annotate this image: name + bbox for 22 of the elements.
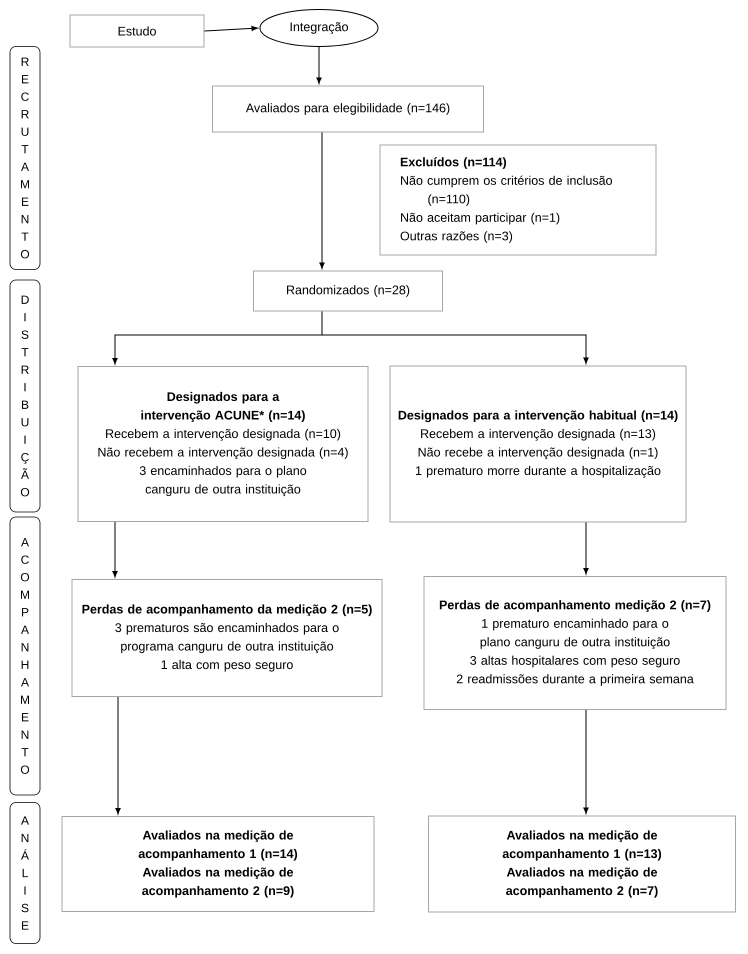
result-box: Avaliados na medição de acompanhamento 1 (n=13) Avaliados na medição de acompanhamento 2 (n=7) [428,816,736,912]
arrow [316,46,322,84]
process-box: Designados para a intervenção ACUNE* (n=14) Recebem a intervenção designada (n=10) Não recebem a intervenção designada (n=4) 3 encaminhados para o plano canguru de outra instituição [78,366,368,522]
result-box: Avaliados na medição de acompanhamento 1 (n=14) Avaliados na medição de acompanhamento 2 (n=9) [62,816,374,912]
stage-label: RECRUTAMENTO [10,46,40,270]
process-box: Perdas de acompanhamento da medição 2 (n=5) 3 prematuros são encaminhados para o programa canguru de outra instituição 1 alta com peso seguro [72,579,382,697]
arrow [583,710,589,814]
arrow [583,522,589,574]
stage-label: DISTRIBUIÇÃO [10,280,40,512]
process-box: Randomizados (n=28) [253,270,443,312]
arrow [319,132,325,269]
arrow [115,696,121,814]
exclusion-box: Excluídos (n=114) Não cumprem os critérios de inclusão (n=110) Não aceitam participar (n=1) Outras razões (n=3) [380,144,656,256]
stage-label: ACOMPANHAMENTO [10,516,40,796]
process-box: Perdas de acompanhamento medição 2 (n=7) 1 prematuro encaminhado para o plano canguru de outra instituição 3 altas hospitalares com peso seguro 2 readmissões durante a primeira semana [424,576,726,710]
stage-label: ANÁLISE [10,802,40,944]
process-box: Avaliados para elegibilidade (n=146) [212,86,484,132]
arrow [112,522,118,578]
arrow [204,26,258,32]
process-box: Estudo [70,14,204,48]
process-box: Designados para a intervenção habitual (n=14) Recebem a intervenção designada (n=13) Não recebe a intervenção designada (n=1) 1 prematuro morre durante a hospitalização [390,366,686,522]
arrow [322,311,589,364]
